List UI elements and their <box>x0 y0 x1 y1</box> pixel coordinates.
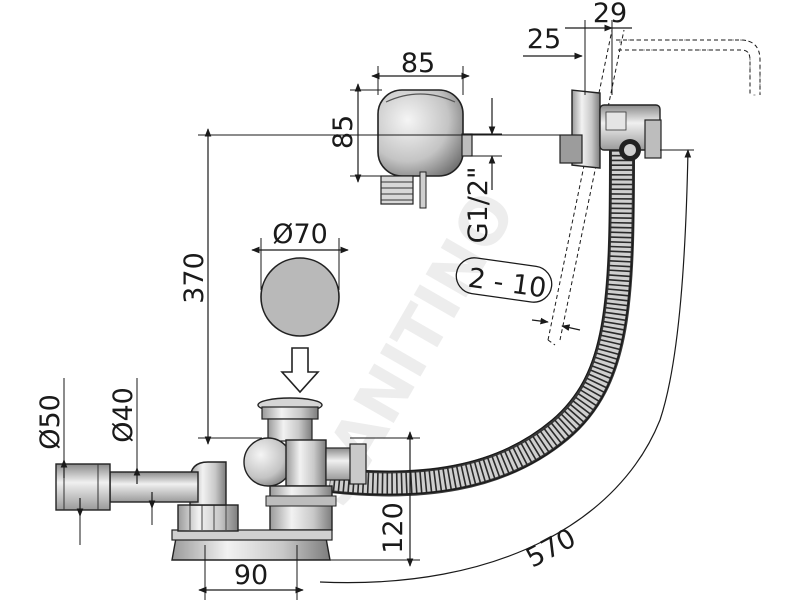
dim-trap-height: 120 <box>378 502 409 554</box>
dim-flange-29: 29 <box>593 0 627 29</box>
dim-plug-diameter: Ø70 <box>272 219 328 250</box>
flexible-hose <box>328 149 635 497</box>
dim-outlet-d50: Ø50 <box>35 394 66 450</box>
dim-flange-25: 25 <box>527 24 561 55</box>
dim-drain-offset: 90 <box>234 560 268 591</box>
dim-outlet-d40: Ø40 <box>108 387 139 443</box>
overflow-assembly <box>547 29 761 346</box>
dim-thread: G1/2" <box>463 167 494 244</box>
dim-overflow-height: 85 <box>328 115 359 149</box>
insert-arrow-icon <box>280 347 320 394</box>
plug-disc <box>260 257 340 337</box>
overflow-cover <box>377 89 473 209</box>
dimension-lines <box>60 20 694 600</box>
dim-height: 370 <box>179 252 210 304</box>
drain-trap-assembly <box>55 397 367 561</box>
dim-hose-length: 570 <box>521 523 581 575</box>
dim-overflow-width: 85 <box>401 48 435 79</box>
wall-range-bubble <box>455 257 553 303</box>
